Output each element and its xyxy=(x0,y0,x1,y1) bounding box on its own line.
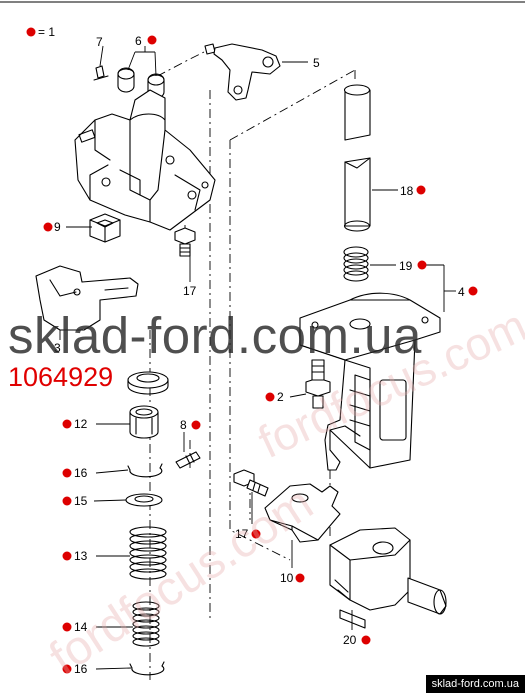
legend-bullet xyxy=(26,27,36,37)
leader-lines xyxy=(59,45,456,670)
callout-14: 14 xyxy=(74,620,88,634)
part-8-pin xyxy=(175,451,201,469)
part-7-pin xyxy=(93,65,109,81)
callout-12: 12 xyxy=(74,417,88,431)
callout-16-upper: 16 xyxy=(74,466,88,480)
part-18-shaft xyxy=(343,84,371,232)
callout-13: 13 xyxy=(74,549,88,563)
callout-8-bullet xyxy=(191,420,201,430)
part-2-bolt xyxy=(305,359,331,409)
callout-9-bullet xyxy=(43,222,53,232)
callout-19: 19 xyxy=(399,259,413,273)
part-13-spring-large xyxy=(129,526,167,580)
callout-10-bullet xyxy=(295,573,305,583)
callout-18: 18 xyxy=(400,184,414,198)
part-12-bushing xyxy=(129,405,159,439)
callout-10: 10 xyxy=(280,571,294,585)
callout-13-bullet xyxy=(62,551,72,561)
part-16-circlip-lower xyxy=(129,661,165,676)
callout-2: 2 xyxy=(277,390,284,404)
part-4-selector-body xyxy=(299,292,441,471)
callout-15: 15 xyxy=(74,494,88,508)
callout-14-bullet xyxy=(62,622,72,632)
part-9-block xyxy=(89,213,121,243)
part-5-bracket xyxy=(204,43,281,101)
callout-17-lower-bullet xyxy=(251,529,261,539)
callout-7: 7 xyxy=(96,35,103,49)
callout-18-bullet xyxy=(416,185,426,195)
callout-3: 3 xyxy=(54,341,61,355)
legend: = 1 xyxy=(26,25,55,39)
callout-16-lower: 16 xyxy=(74,662,88,676)
part-15-washer xyxy=(125,493,163,507)
callout-17-upper: 17 xyxy=(183,284,197,298)
callout-20: 20 xyxy=(343,633,357,647)
watermark-site: sklad-ford.com.ua xyxy=(8,307,422,364)
part-14-spring-small xyxy=(132,601,160,647)
legend-text: = 1 xyxy=(38,25,55,39)
callout-16-upper-bullet xyxy=(62,468,72,478)
part-16-circlip-upper xyxy=(127,463,163,478)
callout-20-bullet xyxy=(361,635,371,645)
callout-4-bullet xyxy=(468,286,478,296)
callout-15-bullet xyxy=(62,496,72,506)
watermark-part-code: 1064929 xyxy=(8,362,114,392)
callout-9: 9 xyxy=(54,220,61,234)
callout-2-bullet xyxy=(265,392,275,402)
callout-4: 4 xyxy=(458,285,465,299)
part-17-bolt-lower xyxy=(233,469,269,497)
callout-6-bullet xyxy=(147,35,157,45)
callout-6: 6 xyxy=(135,34,142,48)
callout-5: 5 xyxy=(313,56,320,70)
callout-12-bullet xyxy=(62,419,72,429)
gear-selector-housing xyxy=(74,89,216,231)
callouts: 7 6 5 18 9 17 19 4 3 2 12 8 16 15 xyxy=(43,34,478,676)
washer-upper xyxy=(127,371,169,395)
part-17-bolt-upper xyxy=(174,227,196,257)
callout-19-bullet xyxy=(417,260,427,270)
watermark-footer: sklad-ford.com.ua xyxy=(425,675,525,693)
part-3-lever xyxy=(35,265,139,331)
part-20-fork-shaft xyxy=(329,527,447,629)
callout-8: 8 xyxy=(180,418,187,432)
callout-16-lower-bullet xyxy=(62,664,72,674)
callout-17-lower: 17 xyxy=(235,527,249,541)
part-19-spring xyxy=(343,246,369,282)
part-10-bracket xyxy=(264,483,341,543)
